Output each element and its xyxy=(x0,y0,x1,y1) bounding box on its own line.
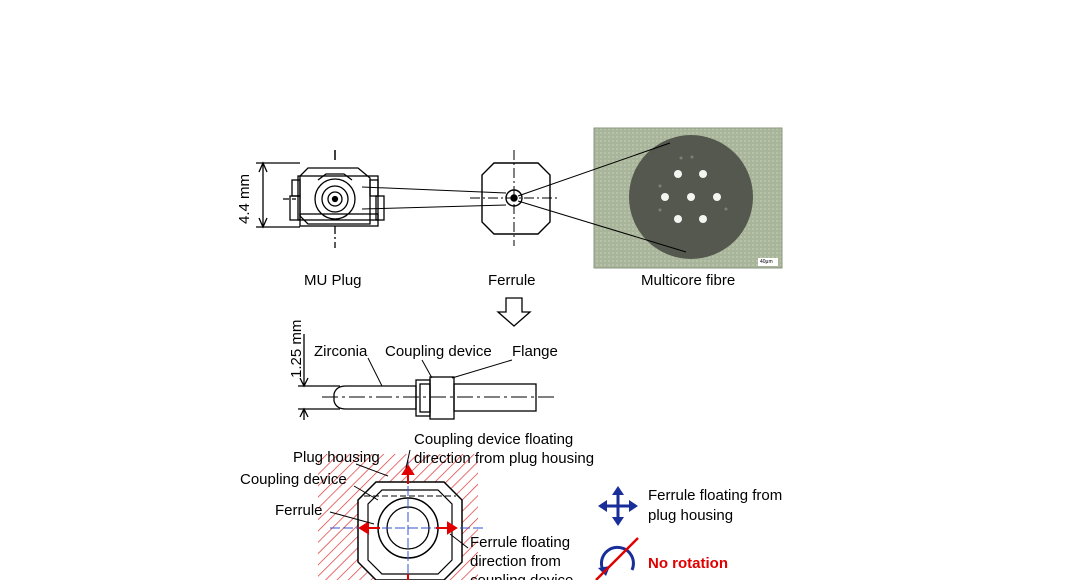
ferrule-end-view xyxy=(470,150,558,246)
ferrule-floating-line2: direction from xyxy=(470,553,561,570)
ferrule-label: Ferrule xyxy=(488,272,536,289)
legend-float-line2: plug housing xyxy=(648,507,734,524)
zirconia-label: Zirconia xyxy=(314,343,368,360)
float-cross-arrow-icon xyxy=(598,486,638,526)
ferrule-floating-line3: coupling device xyxy=(470,572,573,580)
multicore-fibre-label: Multicore fibre xyxy=(641,272,736,289)
ferrule-dimension-label: 1.25 mm xyxy=(288,319,305,378)
multicore-fibre-photo xyxy=(593,127,783,269)
no-rotation-icon xyxy=(595,537,639,580)
coupling-device-label-2: Coupling device xyxy=(240,471,347,488)
down-arrow-icon xyxy=(496,297,532,327)
mu-plug-drawing xyxy=(256,150,385,248)
housing-section-view xyxy=(318,449,486,580)
legend-float-line1: Ferrule floating from xyxy=(648,487,783,504)
coupling-device-label: Coupling device xyxy=(385,343,492,360)
flange-label: Flange xyxy=(512,343,558,360)
ferrule-floating-line1: Ferrule floating xyxy=(470,534,571,551)
plug-dimension-label: 4.4 mm xyxy=(236,173,253,224)
scale-bar-label: 40μm xyxy=(760,259,773,265)
legend-no-rotation: No rotation xyxy=(648,555,728,572)
coupling-floating-line1: Coupling device floating xyxy=(414,431,574,448)
mu-plug-label: MU Plug xyxy=(304,272,362,289)
plug-housing-label: Plug housing xyxy=(293,449,380,466)
ferrule-side-view xyxy=(298,334,558,420)
coupling-floating-line2: direction from plug housing xyxy=(414,450,595,467)
ferrule-label-2: Ferrule xyxy=(275,502,323,519)
